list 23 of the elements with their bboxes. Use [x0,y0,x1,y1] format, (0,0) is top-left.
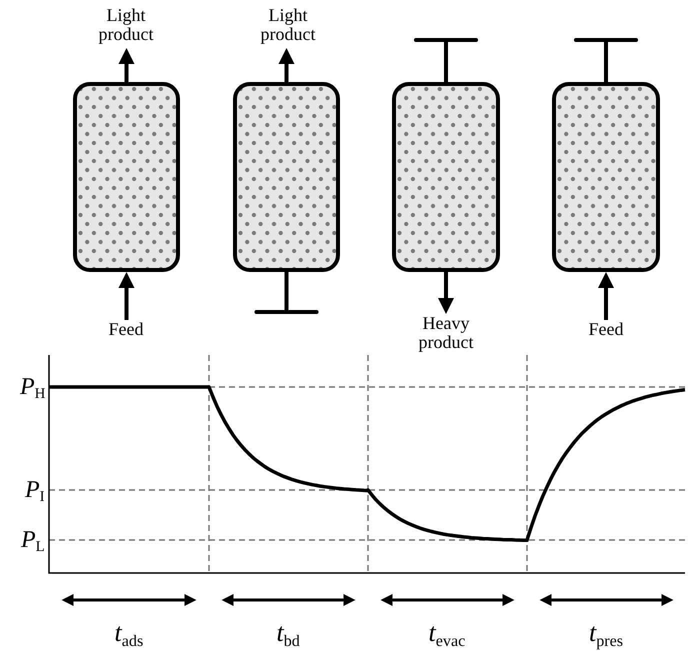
duration-label: t$_{evac}$ [428,620,466,646]
duration-label: t$_{ads}$ [114,620,144,646]
stream-label: Heavy product [414,314,478,358]
arrow [118,48,134,82]
capped-line [574,38,638,82]
capped-line [414,38,478,82]
stream-label: Light product [256,6,320,48]
stream-label: Feed [100,320,152,344]
arrow [118,272,134,320]
packed-column [73,82,180,272]
arrow [598,272,614,320]
arrow [278,48,294,82]
packed-column [392,82,500,272]
stream-label: Light product [94,6,158,48]
pressure-label: P$_{H}$ [20,375,46,399]
pressure-label: P$_{I}$ [25,478,45,502]
pressure-label: P$_{L}$ [21,528,45,552]
arrow [438,272,454,314]
packed-column [233,82,340,272]
stream-label: Feed [580,320,632,344]
capped-line [254,272,318,314]
packed-column [552,82,660,272]
duration-label: t$_{bd}$ [276,620,300,646]
